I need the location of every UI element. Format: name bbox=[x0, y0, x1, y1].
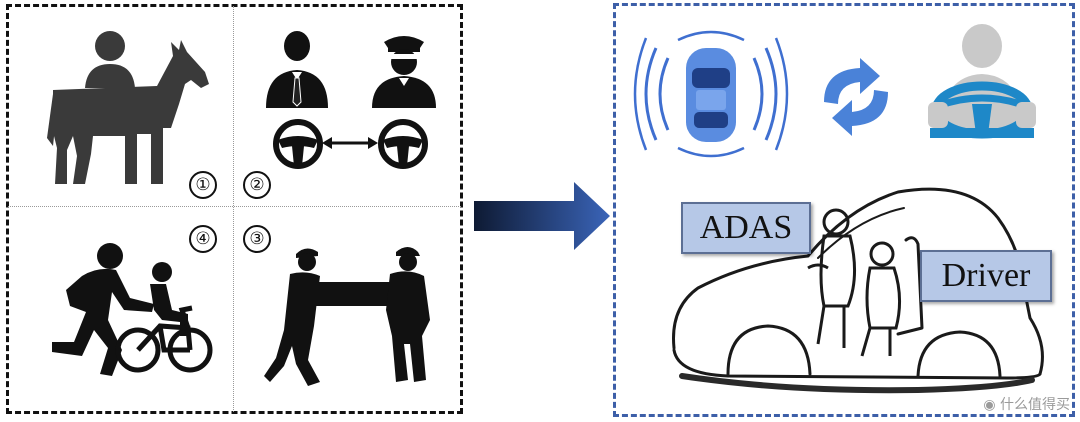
double-arrow-icon bbox=[322, 137, 378, 149]
quadrant-divider-vertical bbox=[233, 6, 234, 412]
car-sketch-illustration bbox=[672, 187, 1044, 394]
scenario-number-1: ① bbox=[189, 171, 217, 199]
bike-teaching-icon bbox=[52, 243, 213, 376]
quadrant-divider-horizontal bbox=[8, 206, 461, 207]
human-cooperation-panel bbox=[6, 4, 463, 414]
scenario-number-3: ③ bbox=[243, 225, 271, 253]
scenario-number-4: ④ bbox=[189, 225, 217, 253]
watermark: ◉ 什么值得买 bbox=[983, 394, 1070, 414]
steering-wheel-icon-right bbox=[378, 119, 428, 169]
driver-icon bbox=[266, 31, 328, 108]
steering-wheel-icon-left bbox=[273, 119, 323, 169]
officer-icon bbox=[372, 36, 436, 108]
horse-rider-icon bbox=[47, 31, 209, 184]
human-machine-codriving-panel bbox=[613, 3, 1075, 417]
watermark-text: 什么值得买 bbox=[1000, 397, 1070, 413]
adas-label: ADAS bbox=[681, 202, 811, 254]
driver-label: Driver bbox=[920, 250, 1052, 302]
transition-arrow-icon bbox=[474, 182, 610, 250]
sensing-car-icon bbox=[633, 30, 789, 158]
driver-steering-icon bbox=[928, 24, 1036, 139]
scenario-number-2: ② bbox=[243, 171, 271, 199]
movers-carrying-icon bbox=[264, 247, 430, 386]
cycle-arrows-icon bbox=[824, 58, 888, 136]
watermark-logo-icon: ◉ bbox=[983, 397, 996, 413]
